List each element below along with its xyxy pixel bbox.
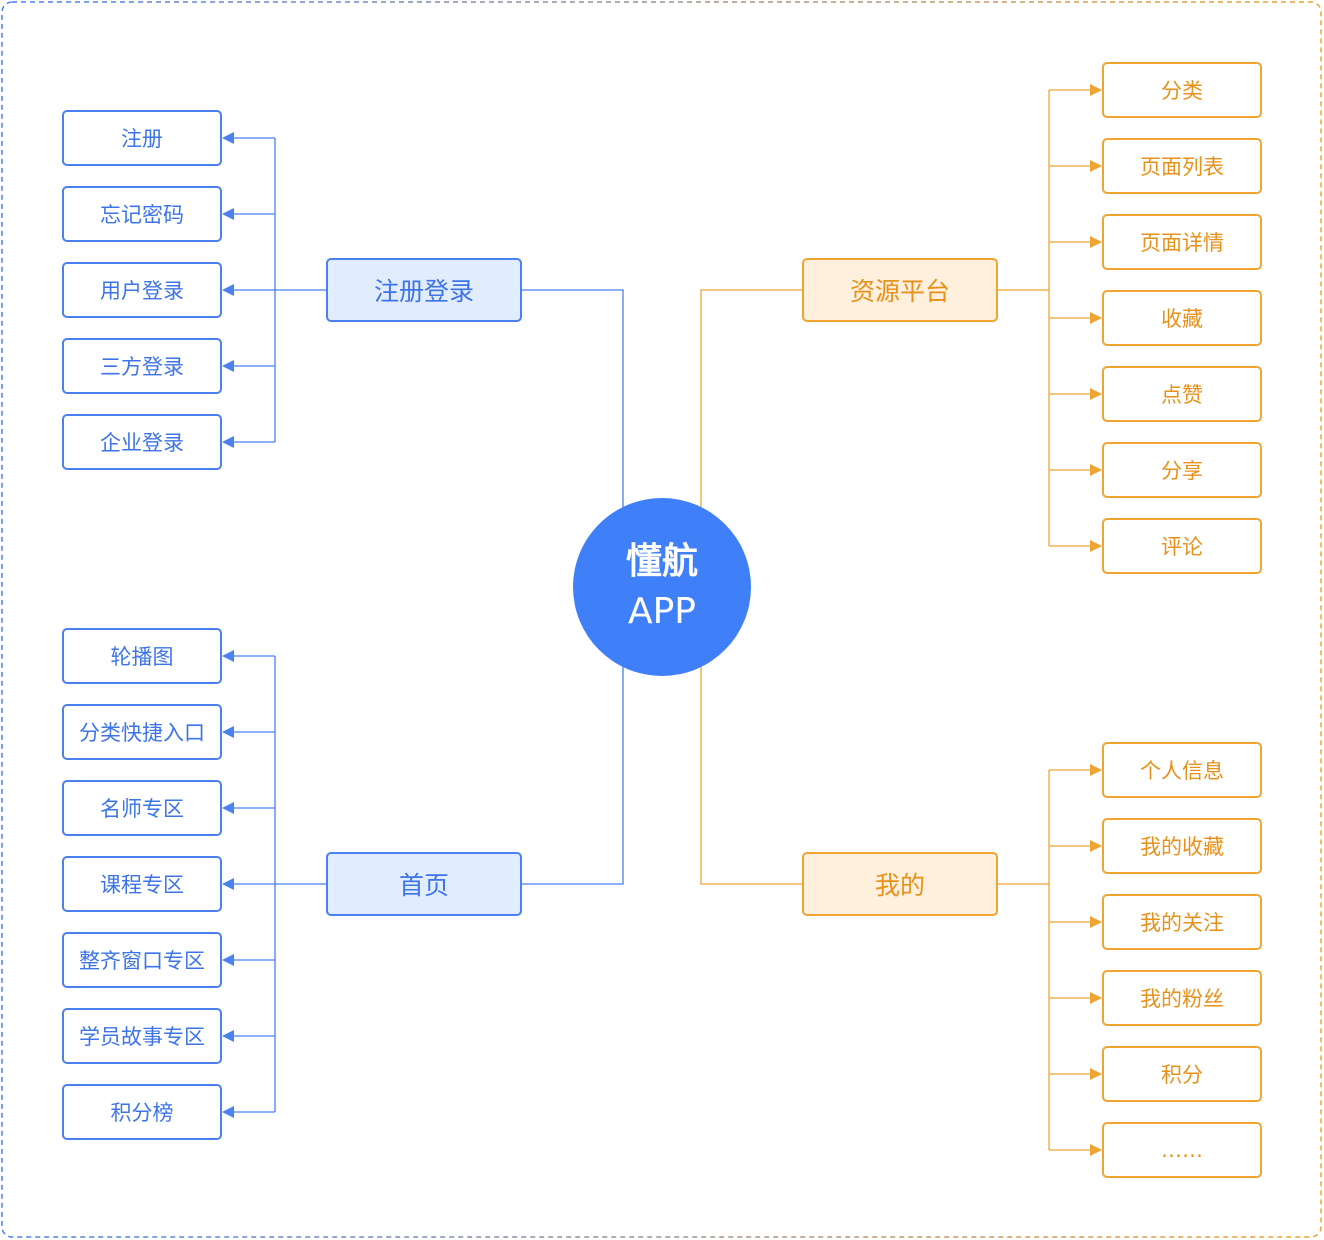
arrow-head <box>1090 1068 1102 1080</box>
arrow-head <box>222 360 234 372</box>
arrow-head <box>1090 840 1102 852</box>
hub-login: 注册登录 <box>326 258 522 322</box>
arrow-head <box>1090 388 1102 400</box>
arrow-head <box>1090 916 1102 928</box>
leaf-resource: 页面详情 <box>1102 214 1262 270</box>
center-title: 懂航 <box>625 541 698 582</box>
arrow-head <box>222 802 234 814</box>
arrow-head <box>1090 992 1102 1004</box>
leaf-resource: 页面列表 <box>1102 138 1262 194</box>
arrow-head <box>222 436 234 448</box>
arrow-head <box>1090 312 1102 324</box>
leaf-resource: 分类 <box>1102 62 1262 118</box>
hub-mine: 我的 <box>802 852 998 916</box>
hub-resource: 资源平台 <box>802 258 998 322</box>
leaf-home: 整齐窗口专区 <box>62 932 222 988</box>
arrow-head <box>222 1106 234 1118</box>
arrow-head <box>222 208 234 220</box>
arrow-head <box>222 284 234 296</box>
leaf-login: 忘记密码 <box>62 186 222 242</box>
leaf-home: 课程专区 <box>62 856 222 912</box>
leaf-home: 轮播图 <box>62 628 222 684</box>
leaf-resource: 收藏 <box>1102 290 1262 346</box>
arrow-head <box>1090 464 1102 476</box>
link-center-mine <box>700 666 802 885</box>
arrow-head <box>1090 540 1102 552</box>
leaf-home: 学员故事专区 <box>62 1008 222 1064</box>
link-center-resource <box>700 289 802 510</box>
arrow-head <box>222 954 234 966</box>
leaf-login: 企业登录 <box>62 414 222 470</box>
leaf-mine: 我的关注 <box>1102 894 1262 950</box>
leaf-resource: 分享 <box>1102 442 1262 498</box>
arrow-head <box>222 878 234 890</box>
link-center-home <box>522 666 624 885</box>
center-subtitle: APP <box>627 591 697 632</box>
leaf-login: 三方登录 <box>62 338 222 394</box>
leaf-home: 积分榜 <box>62 1084 222 1140</box>
leaf-mine: 我的粉丝 <box>1102 970 1262 1026</box>
leaf-resource: 评论 <box>1102 518 1262 574</box>
leaf-mine: 个人信息 <box>1102 742 1262 798</box>
hub-home: 首页 <box>326 852 522 916</box>
leaf-resource: 点赞 <box>1102 366 1262 422</box>
arrow-head <box>222 1030 234 1042</box>
arrow-head <box>222 132 234 144</box>
leaf-mine: …… <box>1102 1122 1262 1178</box>
link-center-login <box>522 289 624 510</box>
leaf-home: 分类快捷入口 <box>62 704 222 760</box>
arrow-head <box>1090 1144 1102 1156</box>
leaf-mine: 我的收藏 <box>1102 818 1262 874</box>
center-node: 懂航 APP <box>573 498 751 676</box>
leaf-mine: 积分 <box>1102 1046 1262 1102</box>
arrow-head <box>1090 764 1102 776</box>
leaf-home: 名师专区 <box>62 780 222 836</box>
leaf-login: 用户登录 <box>62 262 222 318</box>
arrow-head <box>222 650 234 662</box>
arrow-head <box>222 726 234 738</box>
arrow-head <box>1090 236 1102 248</box>
leaf-login: 注册 <box>62 110 222 166</box>
arrow-head <box>1090 84 1102 96</box>
arrow-head <box>1090 160 1102 172</box>
